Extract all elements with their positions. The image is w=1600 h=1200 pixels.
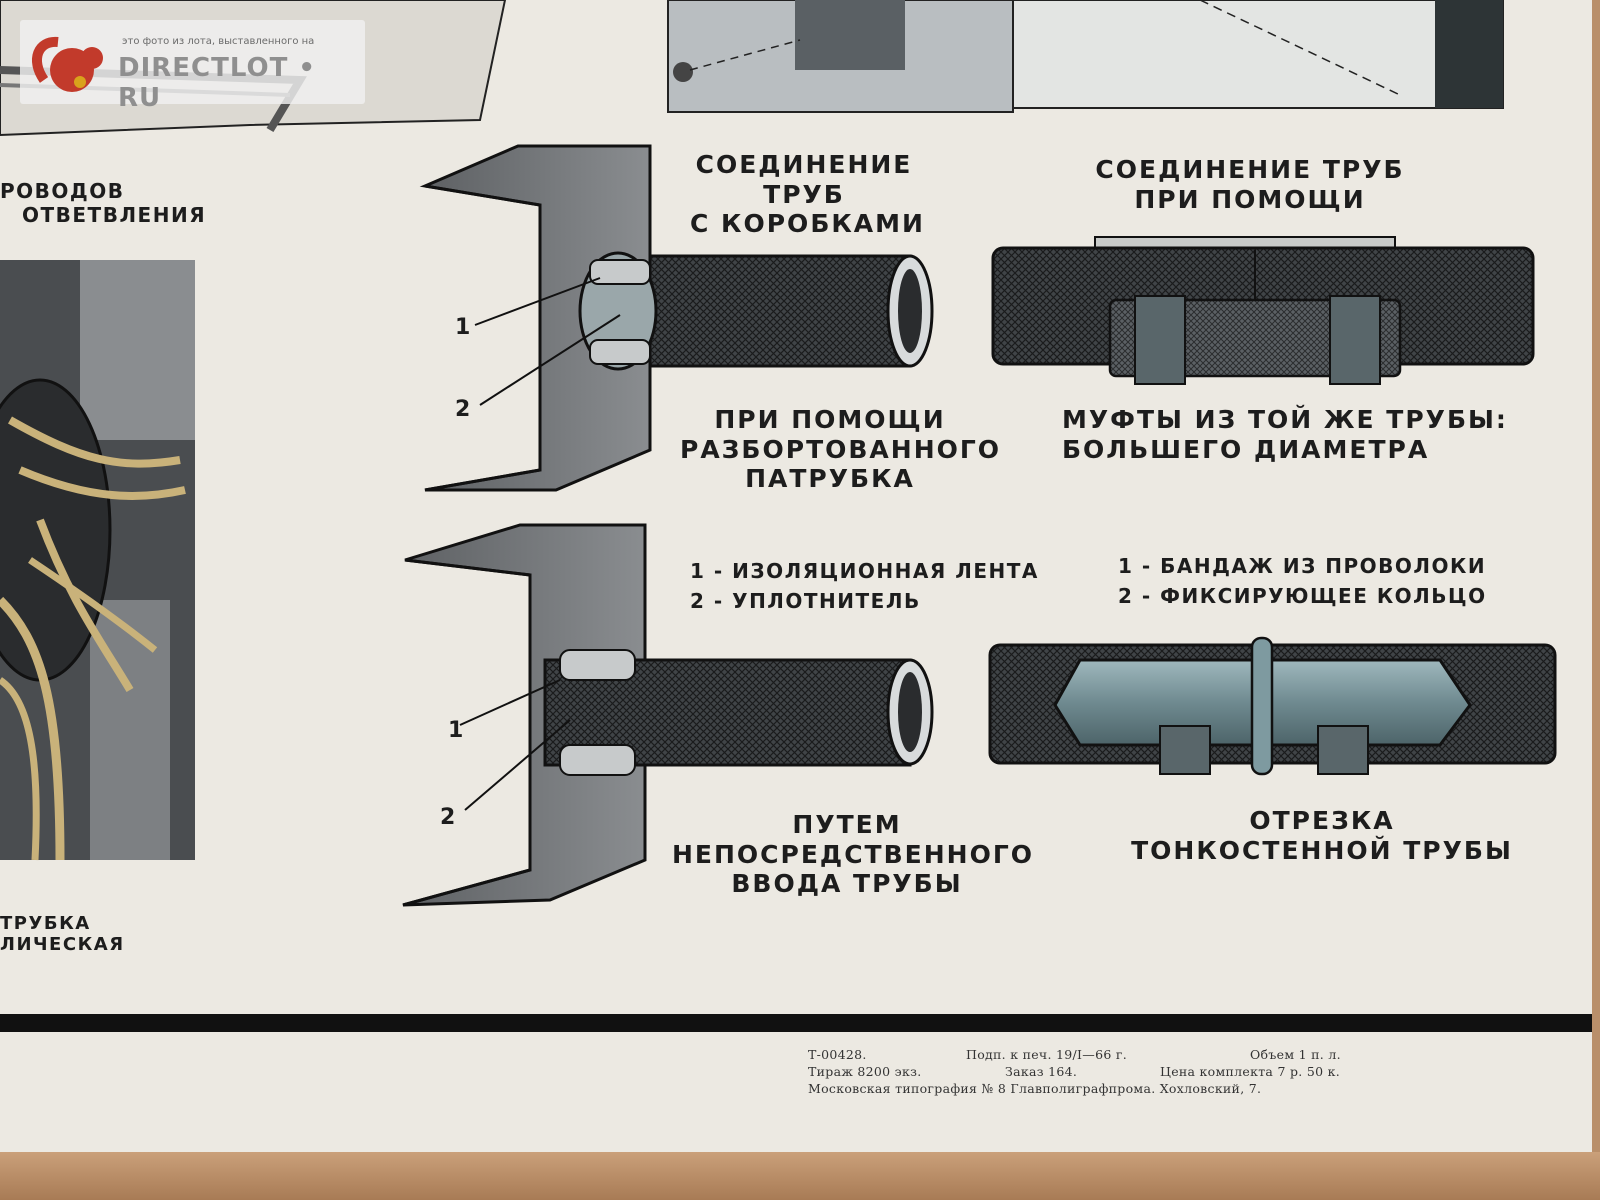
sleeve-bottom-caption: ОТРЕЗКА ТОНКОСТЕННОЙ ТРУБЫ bbox=[1112, 806, 1532, 865]
top-right-fragment bbox=[1012, 0, 1504, 109]
squirrel-logo-icon bbox=[31, 36, 103, 92]
left-heading-line1: РОВОДОВ bbox=[0, 179, 125, 203]
left-heading-line2: ОТВЕТВЛЕНИЯ bbox=[22, 202, 207, 227]
imprint-signed: Подп. к печ. 19/I—66 г. bbox=[966, 1047, 1127, 1062]
sleeve-joints-heading: СОЕДИНЕНИЕ ТРУБ ПРИ ПОМОЩИ bbox=[1070, 155, 1430, 214]
box-heading-line2: ТРУБ bbox=[763, 179, 845, 209]
box-legend-1: 1 - ИЗОЛЯЦИОННАЯ ЛЕНТА bbox=[690, 559, 1039, 583]
floor-background bbox=[0, 1152, 1600, 1200]
imprint-printer: Московская типография № 8 Главполиграфпр… bbox=[808, 1081, 1262, 1096]
box-top-caption-line3: ПАТРУБКА bbox=[745, 464, 915, 493]
illustration bbox=[0, 0, 1592, 1032]
box-bottom-caption-line1: ПУТЕМ bbox=[792, 810, 902, 839]
box-top-caption-line1: ПРИ ПОМОЩИ bbox=[714, 405, 946, 434]
box-joint-direct bbox=[402, 523, 934, 907]
left-heading: РОВОДОВ ОТВЕТВЛЕНИЯ bbox=[0, 179, 207, 227]
sleeve-bottom-caption-line1: ОТРЕЗКА bbox=[1249, 806, 1395, 835]
box-bottom-caption: ПУТЕМ НЕПОСРЕДСТВЕННОГО ВВОДА ТРУБЫ bbox=[672, 810, 1035, 899]
imprint-run: Тираж 8200 экз. bbox=[808, 1064, 922, 1079]
callout-2-bottom: 2 bbox=[440, 805, 456, 830]
sleeve-top-caption-line2: БОЛЬШЕГО ДИАМЕТРА bbox=[1062, 434, 1430, 464]
sleeve-joint-coupling bbox=[991, 236, 1535, 385]
box-heading-line3: С КОРОБКАМИ bbox=[690, 209, 925, 238]
left-caption-line2: ЛИЧЕСКАЯ bbox=[0, 934, 125, 956]
poster: это фото из лота, выставленного на DIREC… bbox=[0, 0, 1592, 1152]
left-caption-line1: ТРУБКА bbox=[0, 913, 91, 934]
box-joints-heading: СОЕДИНЕНИЕ ТРУБ С КОРОБКАМИ bbox=[690, 150, 925, 239]
callout-1-bottom: 1 bbox=[448, 718, 464, 743]
left-caption: ТРУБКА ЛИЧЕСКАЯ bbox=[0, 913, 125, 955]
box-legend: 1 - ИЗОЛЯЦИОННАЯ ЛЕНТА 2 - УПЛОТНИТЕЛЬ bbox=[690, 559, 1039, 613]
sleeve-heading-line1: СОЕДИНЕНИЕ ТРУБ bbox=[1095, 155, 1405, 184]
callout-1-top: 1 bbox=[455, 315, 471, 340]
sleeve-top-caption: МУФТЫ ИЗ ТОЙ ЖЕ ТРУБЫ: БОЛЬШЕГО ДИАМЕТРА bbox=[1062, 405, 1508, 464]
top-middle-fragment bbox=[667, 0, 1014, 113]
box-heading-line1: СОЕДИНЕНИЕ bbox=[695, 150, 913, 179]
sleeve-legend-1: 1 - БАНДАЖ ИЗ ПРОВОЛОКИ bbox=[1118, 554, 1487, 578]
sleeve-heading-line2: ПРИ ПОМОЩИ bbox=[1134, 184, 1366, 214]
callout-2-top: 2 bbox=[455, 397, 471, 422]
box-joint-flanged bbox=[419, 144, 934, 492]
junction-box-illustration bbox=[0, 260, 195, 861]
sleeve-bottom-caption-line2: ТОНКОСТЕННОЙ ТРУБЫ bbox=[1131, 835, 1513, 865]
sleeve-joint-thinwall bbox=[988, 636, 1557, 776]
box-top-caption: ПРИ ПОМОЩИ РАЗБОРТОВАННОГО ПАТРУБКА bbox=[680, 405, 1002, 494]
watermark-caption: это фото из лота, выставленного на bbox=[122, 36, 315, 47]
box-top-caption-line2: РАЗБОРТОВАННОГО bbox=[680, 434, 1002, 464]
box-bottom-caption-line2: НЕПОСРЕДСТВЕННОГО bbox=[672, 839, 1035, 869]
imprint-order: Заказ 164. bbox=[1005, 1064, 1078, 1079]
bottom-rule bbox=[0, 1014, 1592, 1032]
sleeve-top-caption-line1: МУФТЫ ИЗ ТОЙ ЖЕ ТРУБЫ: bbox=[1062, 405, 1508, 434]
watermark: это фото из лота, выставленного на DIREC… bbox=[20, 20, 365, 113]
watermark-brand: DIRECTLOT • RU bbox=[118, 53, 317, 113]
imprint-volume: Объем 1 п. л. bbox=[1250, 1047, 1341, 1062]
imprint-price: Цена комплекта 7 р. 50 к. bbox=[1160, 1064, 1340, 1079]
box-bottom-caption-line3: ВВОДА ТРУБЫ bbox=[731, 869, 963, 898]
box-legend-2: 2 - УПЛОТНИТЕЛЬ bbox=[690, 588, 921, 613]
sleeve-legend: 1 - БАНДАЖ ИЗ ПРОВОЛОКИ 2 - ФИКСИРУЮЩЕЕ … bbox=[1118, 554, 1487, 608]
sleeve-legend-2: 2 - ФИКСИРУЮЩЕЕ КОЛЬЦО bbox=[1118, 583, 1487, 608]
imprint-code: Т-00428. bbox=[808, 1047, 867, 1062]
